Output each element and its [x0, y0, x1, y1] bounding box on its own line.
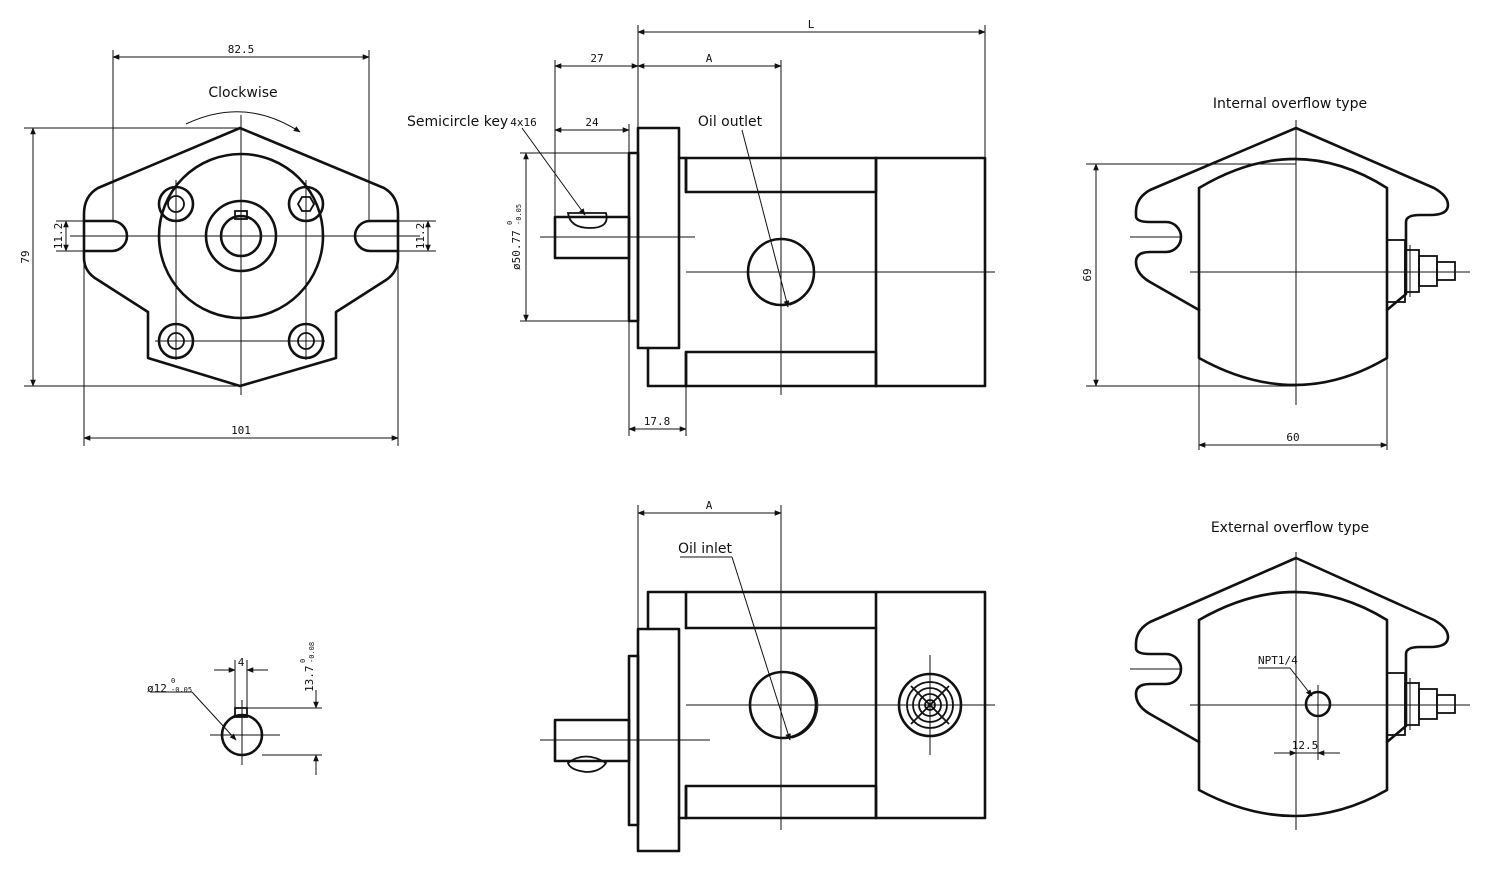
svg-text:0: 0 — [299, 659, 307, 663]
oil-outlet-label: Oil outlet — [698, 114, 763, 130]
npt-label: NPT1/4 — [1258, 654, 1298, 667]
front-view: Clockwise 82.5 79 11.2 11.2 101 — [19, 43, 436, 446]
clockwise-label: Clockwise — [208, 85, 277, 101]
dim-13-7: 13.7 0 -0.08 — [299, 642, 316, 692]
dim-A-top: A — [706, 52, 713, 65]
dim-12-5: 12.5 — [1292, 739, 1319, 752]
svg-text:13.7: 13.7 — [303, 666, 316, 693]
dim-4: 4 — [238, 656, 245, 669]
external-overflow-view: External overflow type NPT1/4 12.5 — [1130, 520, 1470, 830]
oil-inlet-label: Oil inlet — [678, 541, 733, 557]
dim-12: ø12 0 -0.05 — [147, 677, 192, 695]
dim-50-77: ø50.77 0 -0.05 — [506, 204, 523, 270]
external-flange-outline — [1134, 556, 1450, 744]
internal-overflow-view: Internal overflow type 69 60 — [1081, 96, 1470, 450]
svg-text:0: 0 — [171, 677, 175, 685]
svg-text:ø50.77: ø50.77 — [510, 230, 523, 270]
dim-11-2-right: 11.2 — [414, 223, 427, 250]
internal-overflow-label: Internal overflow type — [1213, 96, 1367, 112]
svg-text:0: 0 — [506, 221, 514, 225]
dim-11-2-left: 11.2 — [52, 223, 65, 250]
dim-A-bottom: A — [706, 499, 713, 512]
shaft-detail: ø12 0 -0.05 4 13.7 0 -0.08 — [147, 642, 322, 775]
dim-69: 69 — [1081, 268, 1094, 281]
external-overflow-label: External overflow type — [1211, 520, 1369, 536]
external-body — [1197, 590, 1389, 818]
svg-text:-0.05: -0.05 — [171, 686, 192, 694]
svg-text:-0.05: -0.05 — [515, 204, 523, 225]
dim-L: L — [808, 18, 815, 31]
dim-101: 101 — [231, 424, 251, 437]
side-view-bottom: Oil inlet A — [540, 499, 995, 853]
svg-text:ø12: ø12 — [147, 682, 167, 695]
side-key — [566, 212, 608, 229]
dim-60: 60 — [1286, 431, 1299, 444]
dim-82-5: 82.5 — [228, 43, 255, 56]
internal-flange-outline — [1134, 126, 1450, 312]
svg-text:-0.08: -0.08 — [308, 642, 316, 663]
dim-24: 24 — [585, 116, 599, 129]
dim-27: 27 — [590, 52, 603, 65]
side-flange — [636, 126, 681, 350]
dim-17-8: 17.8 — [644, 415, 671, 428]
dim-79: 79 — [19, 250, 32, 263]
